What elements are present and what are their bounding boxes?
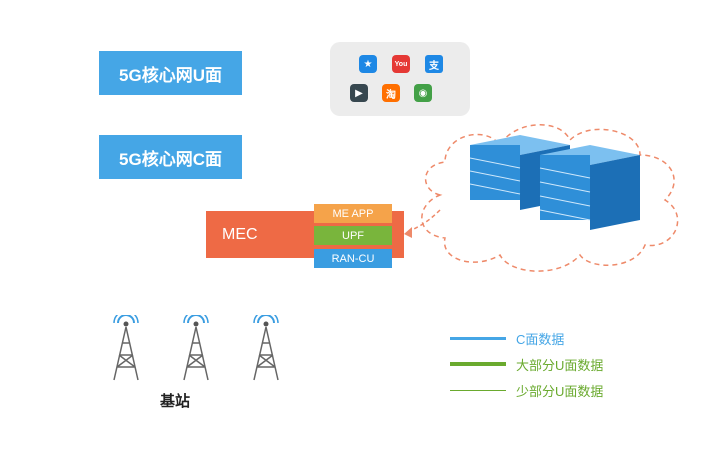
u-plane-label: 5G核心网U面: [119, 65, 222, 85]
legend-item-c-plane: C面数据: [450, 325, 680, 351]
me-app-layer: ME APP: [314, 204, 392, 223]
wechat-icon: ◉: [414, 84, 432, 102]
tower-icon: [253, 315, 279, 381]
ran-cu-layer: RAN-CU: [314, 249, 392, 268]
minor-u-line: [450, 389, 506, 391]
cloud-outline: [421, 124, 679, 272]
upf-label: UPF: [342, 229, 364, 242]
legend-c-plane-label: C面数据: [516, 331, 565, 347]
base-station-towers: [113, 315, 279, 381]
tower-icon: [183, 315, 209, 381]
major-u-line: [450, 362, 506, 366]
server-stack-right: [539, 145, 640, 230]
legend-item-minor-u: 少部分U面数据: [450, 377, 680, 403]
ran-cu-label: RAN-CU: [331, 252, 375, 265]
app-panel: ★ You 支 ▶ 淘 ◉: [330, 42, 470, 116]
me-app-label: ME APP: [332, 207, 374, 220]
video-app-icon: ▶: [350, 84, 368, 102]
legend-item-major-u: 大部分U面数据: [450, 351, 680, 377]
mec-label: MEC: [222, 225, 258, 243]
arrow-head-icon: [404, 227, 412, 238]
upf-layer: UPF: [314, 226, 392, 245]
cloud-server-cluster: [404, 124, 679, 272]
tower-icon: [113, 315, 139, 381]
c-plane-label: 5G核心网C面: [119, 149, 222, 169]
youtube-icon: You: [392, 55, 410, 73]
star-app-icon: ★: [359, 55, 377, 73]
core-network-u-plane-box: 5G核心网U面: [99, 51, 242, 95]
base-station-label: 基站: [160, 393, 191, 410]
core-network-c-plane-box: 5G核心网C面: [99, 135, 242, 179]
legend-major-u-label: 大部分U面数据: [516, 357, 604, 373]
cloud-to-mec-arrow: [407, 209, 441, 233]
alipay-icon: 支: [425, 55, 443, 73]
c-plane-line: [450, 336, 506, 340]
legend-minor-u-label: 少部分U面数据: [516, 383, 604, 399]
taobao-icon: 淘: [382, 84, 400, 102]
legend: C面数据 大部分U面数据 少部分U面数据: [450, 325, 680, 403]
